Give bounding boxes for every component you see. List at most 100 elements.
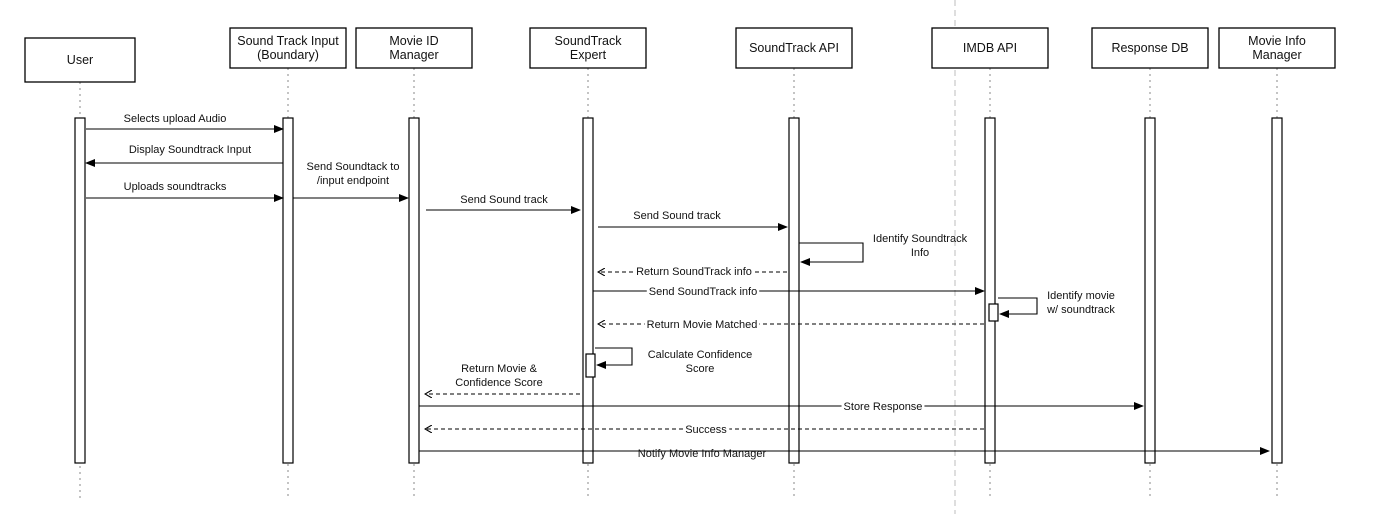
actor-label-imdb: IMDB API xyxy=(963,41,1017,55)
message-label-bg xyxy=(644,319,760,331)
message-m14: Store Response xyxy=(419,401,1144,413)
message-label-m11: Return Movie Matched xyxy=(647,319,758,331)
message-label-m3: Uploads soundtracks xyxy=(124,181,227,193)
message-m1: Selects upload Audio xyxy=(86,113,284,133)
actor-box-stinput[interactable] xyxy=(229,27,347,69)
message-label-m4: Send Soundtack to/input endpoint xyxy=(307,161,400,187)
actor-stapi[interactable]: SoundTrack API xyxy=(735,27,853,69)
message-label-m16-line: Notify Movie Info Manager xyxy=(638,448,767,460)
actor-box-imdb[interactable] xyxy=(931,27,1049,69)
message-label-m1: Selects upload Audio xyxy=(124,113,227,125)
message-m3: Uploads soundtracks xyxy=(86,181,284,202)
message-m5: Send Sound track xyxy=(426,194,581,214)
message-label-m2: Display Soundtrack Input xyxy=(129,144,251,156)
actor-box-respdb[interactable] xyxy=(1091,27,1209,69)
actor-label-stapi-line: SoundTrack API xyxy=(749,41,839,55)
actor-box-user[interactable] xyxy=(24,37,136,83)
message-label-m10: Identify movie w/ soundtrack xyxy=(1046,290,1115,316)
message-m15: Success xyxy=(425,424,984,436)
message-m10: Identify movie w/ soundtrack xyxy=(998,290,1115,318)
message-m4: Send Soundtack to/input endpoint xyxy=(293,161,409,202)
actor-label-stapi: SoundTrack API xyxy=(749,41,839,55)
actor-label-imdb-line: IMDB API xyxy=(963,41,1017,55)
message-label-m6-line: Send Sound track xyxy=(633,210,721,222)
message-label-m5-line: Send Sound track xyxy=(460,194,548,206)
actor-label-user-line: User xyxy=(67,53,93,67)
actor-box-stapi[interactable] xyxy=(735,27,853,69)
message-label-bg xyxy=(683,424,730,436)
message-label-m16: Notify Movie Info Manager xyxy=(638,448,767,460)
message-m16: Notify Movie Info Manager xyxy=(419,447,1270,460)
actor-label-stinput-line: (Boundary) xyxy=(257,48,319,62)
self-call-arrow xyxy=(595,347,633,369)
message-label-m13-line: Return Movie & xyxy=(461,363,537,375)
message-label-m6: Send Sound track xyxy=(633,210,721,222)
message-label-m10-line: w/ soundtrack xyxy=(1046,304,1115,316)
self-call-arrow xyxy=(799,242,864,266)
message-label-bg xyxy=(841,401,925,413)
message-label-m11-line: Return Movie Matched xyxy=(647,319,758,331)
message-m13: Return Movie & Confidence Score xyxy=(425,363,580,394)
actor-label-movieid-line: Movie ID xyxy=(389,34,438,48)
actor-label-stinput-line: Sound Track Input xyxy=(237,34,339,48)
message-label-m8-line: Return SoundTrack info xyxy=(636,266,752,278)
message-label-m14: Store Response xyxy=(844,401,923,413)
message-label-m9: Send SoundTrack info xyxy=(649,286,757,298)
actor-label-expert-line: SoundTrack xyxy=(555,34,623,48)
message-label-m12-line: Calculate Confidence xyxy=(648,349,753,361)
activation-bar-imdb xyxy=(984,117,996,464)
message-label-m9-line: Send SoundTrack info xyxy=(649,286,757,298)
actor-label-movieinfo-line: Manager xyxy=(1252,48,1301,62)
actor-label-respdb-line: Response DB xyxy=(1111,41,1188,55)
message-m8: Return SoundTrack info xyxy=(598,266,787,278)
message-label-m15: Success xyxy=(685,424,727,436)
activation-bar-user xyxy=(74,117,86,464)
message-label-m4-line: Send Soundtack to xyxy=(307,161,400,173)
message-label-m4-line: /input endpoint xyxy=(317,175,389,187)
message-label-m15-line: Success xyxy=(685,424,727,436)
message-label-m7-line: Identify Soundtrack xyxy=(873,233,968,245)
actor-label-movieinfo-line: Movie Info xyxy=(1248,34,1306,48)
message-m11: Return Movie Matched xyxy=(598,319,984,331)
actor-label-expert-line: Expert xyxy=(570,48,607,62)
message-label-m12-line: Score xyxy=(686,363,715,375)
message-label-m10-line: Identify movie xyxy=(1047,290,1115,302)
actor-label-respdb: Response DB xyxy=(1111,41,1188,55)
activation-self-imdb xyxy=(988,303,999,322)
message-label-m13-line: Confidence Score xyxy=(455,377,542,389)
actor-imdb[interactable]: IMDB API xyxy=(931,27,1049,69)
message-m9: Send SoundTrack info xyxy=(593,286,985,298)
activation-bar-respdb xyxy=(1144,117,1156,464)
actor-box-movieinfo[interactable] xyxy=(1218,27,1336,69)
activation-bar-stinput xyxy=(282,117,294,464)
message-label-m8: Return SoundTrack info xyxy=(636,266,752,278)
actor-box-expert[interactable] xyxy=(529,27,647,69)
message-m6: Send Sound track xyxy=(598,210,788,231)
actor-label-user: User xyxy=(67,53,93,67)
actor-box-movieid[interactable] xyxy=(355,27,473,69)
actor-label-stinput: Sound Track Input(Boundary) xyxy=(237,34,339,62)
message-label-bg xyxy=(646,286,760,298)
actor-user[interactable]: User xyxy=(24,37,136,83)
activation-bar-expert xyxy=(582,117,594,464)
self-call-arrow xyxy=(998,297,1038,318)
message-label-m7-line: Info xyxy=(911,247,929,259)
message-label-m1-line: Selects upload Audio xyxy=(124,113,227,125)
actor-respdb[interactable]: Response DB xyxy=(1091,27,1209,69)
message-label-m13: Return Movie & Confidence Score xyxy=(455,363,542,389)
actor-stinput[interactable]: Sound Track Input(Boundary) xyxy=(229,27,347,69)
message-label-m2-line: Display Soundtrack Input xyxy=(129,144,251,156)
message-label-m3-line: Uploads soundtracks xyxy=(124,181,227,193)
message-label-m5: Send Sound track xyxy=(460,194,548,206)
message-m2: Display Soundtrack Input xyxy=(85,144,283,167)
